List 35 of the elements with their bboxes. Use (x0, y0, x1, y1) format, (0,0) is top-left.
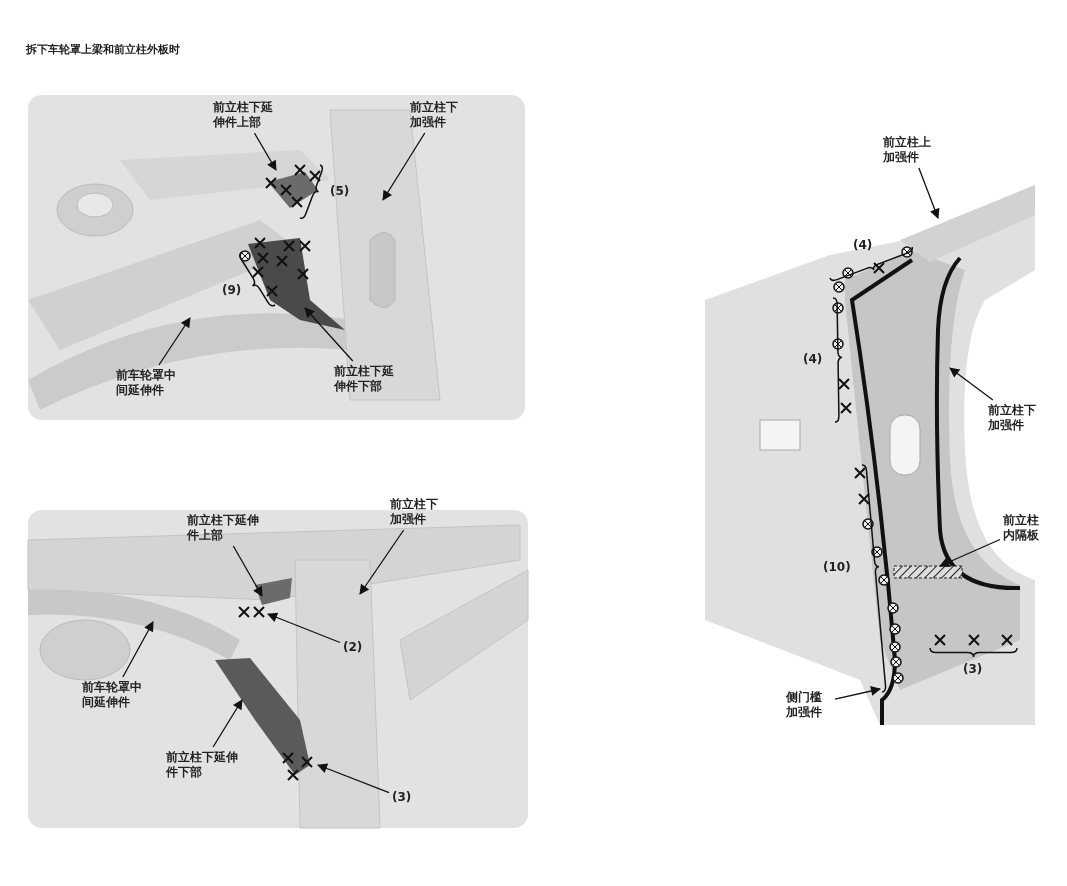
leader-arrow (918, 167, 940, 219)
leader-arrow (304, 307, 354, 362)
leader-arrow (267, 612, 341, 644)
leader-arrow (158, 317, 191, 366)
part-label: 前立柱下加强件 (988, 403, 1046, 433)
callout-number: (2) (343, 640, 363, 655)
part-label: 前立柱下延伸件下部 (166, 750, 238, 780)
part-label: 前立柱下延伸件上部 (213, 100, 275, 130)
title: 拆下车轮罩上梁和前立柱外板时 (26, 42, 180, 57)
callout-number: (3) (392, 790, 412, 805)
leader-arrow (253, 132, 277, 171)
part-label: 前立柱下加强件 (410, 100, 462, 130)
callout-number: (4) (853, 238, 873, 253)
callout-number: (10) (823, 560, 851, 575)
leader-arrow (232, 545, 263, 597)
part-label: 前车轮罩中间延伸件 (82, 680, 144, 710)
callout-number: (4) (803, 352, 823, 367)
callout-number: (9) (222, 283, 242, 298)
part-label: 前立柱下延伸件下部 (334, 364, 404, 394)
callout-number: (5) (330, 184, 350, 199)
part-label: 侧门槛加强件 (786, 690, 832, 720)
leader-arrow (212, 699, 243, 748)
leader-arrow (382, 132, 426, 201)
leader-arrow (949, 367, 994, 401)
part-label: 前立柱下加强件 (390, 497, 442, 527)
leader-arrow (317, 763, 390, 794)
leader-arrow (834, 686, 881, 700)
leader-arrow (122, 621, 154, 678)
leader-arrow (939, 538, 1001, 567)
part-label: 前车轮罩中间延伸件 (116, 368, 178, 398)
part-label: 前立柱内隔板 (1003, 513, 1049, 543)
leader-arrow (359, 529, 405, 595)
part-label: 前立柱下延伸件上部 (187, 513, 259, 543)
part-label: 前立柱上加强件 (883, 135, 941, 165)
callout-number: (3) (963, 662, 983, 677)
